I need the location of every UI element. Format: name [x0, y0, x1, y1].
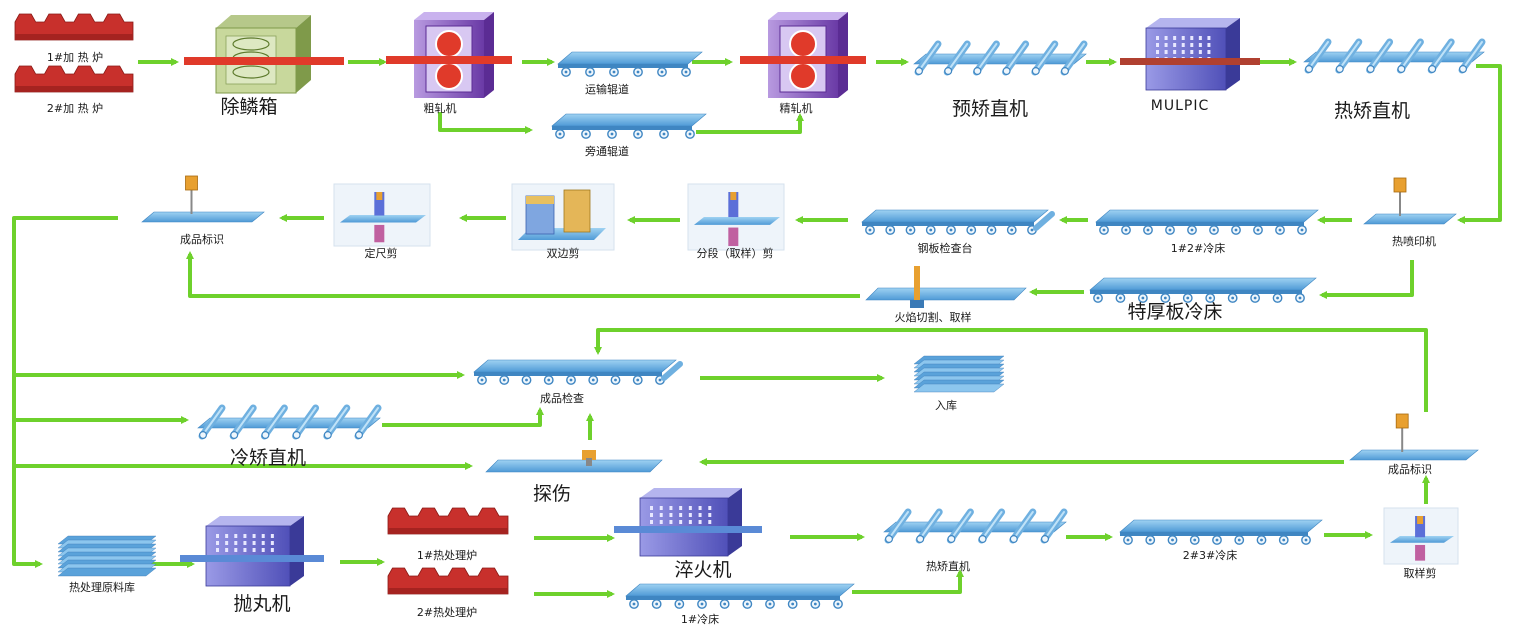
arrow-hotmarker-heavybed: [1319, 260, 1414, 299]
label-hot-leveler: 热矫直机: [1333, 100, 1411, 122]
flow-arrows: [12, 58, 1502, 598]
label-finisher: 精轧机: [779, 102, 813, 115]
cold-leveler-machine: [197, 404, 382, 440]
label-rougher: 粗轧机: [423, 102, 457, 115]
label-cooling-bed-1: 1#冷床: [680, 613, 720, 626]
label-shot-blaster: 抛丸机: [233, 593, 291, 615]
label-length-shear: 定尺剪: [364, 247, 398, 260]
pre-leveler-machine: [913, 40, 1088, 76]
arrow-coldleveler-inspection: [382, 407, 544, 427]
product-inspection-table: [473, 359, 677, 385]
label-quencher: 淬火机: [674, 559, 732, 581]
warehouse-stack: [913, 355, 1005, 393]
cooling-bed-1-2: [1095, 209, 1319, 235]
inspection-table-extension: [1033, 211, 1055, 231]
inspection-table-rollers: [861, 209, 1049, 235]
descaler-box: [184, 15, 344, 94]
label-cooling-bed-1-2: 1#2#冷床: [1170, 242, 1226, 255]
arrow-bypass-finisher: [696, 113, 804, 134]
label-furnace-2: 2#加 热 炉: [46, 102, 104, 115]
inspection-table-extension-2: [661, 361, 683, 381]
product-marking-2-machine: [1349, 413, 1479, 461]
label-cold-leveler: 冷矫直机: [229, 447, 307, 469]
furnace-2: [14, 65, 134, 93]
ht-raw-store-stack: [57, 535, 157, 577]
flame-cutting-machine: [865, 266, 1027, 308]
label-dividing-shear: 分段（取样）剪: [696, 247, 774, 260]
double-side-shear-machine: [511, 183, 615, 251]
quencher-machine: [614, 488, 762, 557]
label-mulpic: MULPIC: [1150, 98, 1210, 114]
label-hot-leveler-2: 热矫直机: [926, 560, 970, 573]
arrow-rougher-bypass: [438, 112, 533, 134]
product-marking-1-machine: [141, 175, 265, 223]
arrow-marking-trunk: [12, 216, 118, 568]
sampling-shear-machine: [1383, 507, 1459, 565]
arrow-flame-marking: [186, 251, 860, 298]
label-heavy-cooling-bed: 特厚板冷床: [1127, 301, 1223, 323]
hot-leveler-machine: [1303, 38, 1486, 74]
label-bypass-roll: 旁通辊道: [585, 145, 629, 158]
label-ht-raw-store: 热处理原料库: [69, 581, 135, 594]
label-flaw-detection: 探伤: [532, 483, 572, 505]
dividing-shear-machine: [687, 183, 785, 251]
hot-marker-machine: [1363, 177, 1457, 225]
ht-furnace-1: [387, 507, 509, 535]
cooling-bed-2-3: [1119, 519, 1323, 545]
label-product-marking-2: 成品标识: [1388, 463, 1432, 476]
label-ht-furnace-1: 1#热处理炉: [416, 549, 478, 562]
length-shear-machine: [333, 183, 431, 247]
arrow-hotleveler-hotmarker: [1457, 64, 1502, 224]
arrow-marking2-inspection: [594, 328, 1428, 412]
label-pre-leveler: 预矫直机: [951, 98, 1029, 120]
label-product-marking-1: 成品标识: [180, 233, 224, 246]
hot-leveler-2-machine: [883, 508, 1068, 544]
label-product-inspection: 成品检查: [540, 392, 584, 405]
rougher-mill: [386, 12, 512, 98]
arrow-coolingbed1-hotleveler: [852, 569, 964, 594]
label-cooling-bed-2-3: 2#3#冷床: [1182, 549, 1238, 562]
mulpic-machine: [1120, 18, 1260, 91]
label-double-side-shear: 双边剪: [546, 247, 580, 260]
label-inspection-table: 钢板检查台: [917, 242, 973, 255]
bypass-roller-table: [551, 113, 707, 139]
equipment-layer: [14, 12, 1486, 609]
label-descaler: 除鳞箱: [220, 96, 278, 118]
label-furnace-1: 1#加 热 炉: [46, 51, 104, 64]
label-warehouse-in: 入库: [935, 399, 957, 412]
label-ht-furnace-2: 2#热处理炉: [416, 606, 478, 619]
flaw-detection-machine: [485, 450, 663, 473]
label-transport-roll: 运输辊道: [585, 83, 629, 96]
label-flame-cutting: 火焰切割、取样: [894, 311, 972, 324]
shot-blaster-machine: [180, 516, 324, 587]
transport-roller-table: [557, 51, 703, 77]
heavy-cooling-bed: [1089, 277, 1317, 303]
cooling-bed-1-rollers: [625, 583, 855, 609]
label-hot-marker: 热喷印机: [1392, 235, 1436, 248]
finisher-mill: [740, 12, 866, 98]
furnace-1: [14, 13, 134, 41]
label-sampling-shear: 取样剪: [1403, 567, 1437, 580]
ht-furnace-2: [387, 567, 509, 595]
